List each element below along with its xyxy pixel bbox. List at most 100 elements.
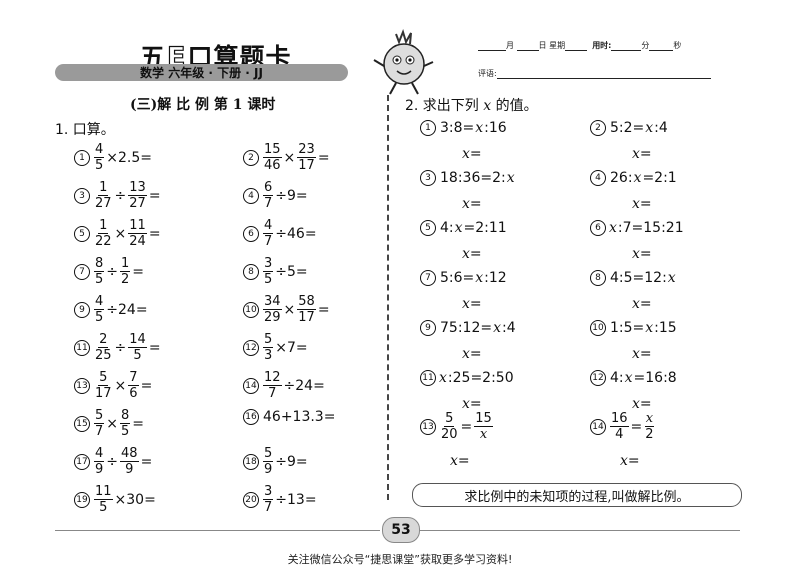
- answer-equals: =: [469, 346, 482, 362]
- answer-equals: =: [469, 246, 482, 262]
- variable-x: x: [667, 270, 676, 286]
- fraction-numerator: 8: [120, 408, 131, 424]
- fraction-denominator: 7: [268, 386, 277, 401]
- fraction-denominator: 5: [99, 500, 108, 515]
- fraction-numerator: 12: [263, 370, 282, 386]
- expression-text: =: [140, 453, 153, 470]
- fraction-numerator: 4: [94, 142, 105, 158]
- expression-text: ×7=: [275, 339, 308, 356]
- answer-blank: x=: [462, 196, 482, 212]
- variable-x: x: [645, 320, 654, 336]
- answer-variable: x: [632, 146, 640, 162]
- answer-equals: =: [469, 396, 482, 412]
- expression-text: ×: [106, 415, 119, 432]
- fraction-numerator: 4: [94, 446, 105, 462]
- expression-text: 5:2=: [610, 120, 645, 136]
- fraction-denominator: 29: [264, 310, 281, 325]
- column-divider: [387, 95, 389, 500]
- answer-equals: =: [639, 146, 652, 162]
- answer-variable: x: [462, 296, 470, 312]
- fraction-denominator: 9: [264, 462, 273, 477]
- expression-text: ×: [114, 225, 127, 242]
- problem-number: 9: [74, 301, 90, 318]
- fraction-denominator: 5: [264, 272, 273, 287]
- footer-rule-right: [420, 530, 740, 531]
- fraction-numerator: 58: [297, 294, 316, 310]
- fraction-denominator: 27: [95, 196, 112, 211]
- fraction-denominator: 27: [129, 196, 146, 211]
- problem-number: 13: [420, 418, 436, 435]
- fraction-denominator: 5: [133, 348, 142, 363]
- answer-blank: x=: [632, 196, 652, 212]
- fraction-denominator: 22: [95, 234, 112, 249]
- expression-text: =: [132, 415, 145, 432]
- answer-variable: x: [632, 246, 640, 262]
- answer-blank: x=: [462, 396, 482, 412]
- fraction-numerator: 15: [474, 411, 493, 427]
- expression-text: ÷9=: [275, 187, 308, 204]
- expression-text: :12: [484, 270, 507, 286]
- fraction-numerator: 5: [263, 332, 274, 348]
- answer-equals: =: [639, 296, 652, 312]
- problem-number: 1: [74, 149, 90, 166]
- fraction-numerator: 34: [263, 294, 282, 310]
- answer-blank: x=: [462, 146, 482, 162]
- expression-text: ÷: [114, 187, 127, 204]
- expression-text: ÷: [106, 263, 119, 280]
- fraction-denominator: 46: [264, 158, 281, 173]
- answer-variable: x: [462, 246, 470, 262]
- expression-text: ×: [283, 301, 296, 318]
- answer-variable: x: [620, 453, 628, 469]
- fraction-numerator: 5: [263, 446, 274, 462]
- fraction-denominator: 2: [121, 272, 130, 287]
- date-time-row: 月 日 星期 用时:分秒: [478, 40, 681, 51]
- expression-text: 4:: [440, 220, 454, 236]
- problem-number: 4: [243, 187, 259, 204]
- fraction-numerator: 13: [128, 180, 147, 196]
- expression-text: ÷13=: [275, 491, 317, 508]
- answer-variable: x: [632, 296, 640, 312]
- fraction-numerator: 48: [120, 446, 139, 462]
- answer-variable: x: [462, 396, 470, 412]
- fraction-numerator: 23: [297, 142, 316, 158]
- problem-number: 4: [590, 170, 606, 186]
- problem-number: 3: [420, 170, 436, 186]
- fraction-numerator: 15: [263, 142, 282, 158]
- problem-number: 19: [74, 491, 90, 508]
- problem-number: 8: [243, 263, 259, 280]
- problem-number: 7: [420, 270, 436, 286]
- variable-x: x: [645, 120, 654, 136]
- expression-text: =: [140, 377, 153, 394]
- problem-number: 1: [420, 120, 436, 136]
- problem-number: 2: [243, 149, 259, 166]
- expression-text: =: [630, 418, 643, 435]
- answer-equals: =: [469, 196, 482, 212]
- expression-text: ×: [283, 149, 296, 166]
- fraction-numerator: 11: [128, 218, 147, 234]
